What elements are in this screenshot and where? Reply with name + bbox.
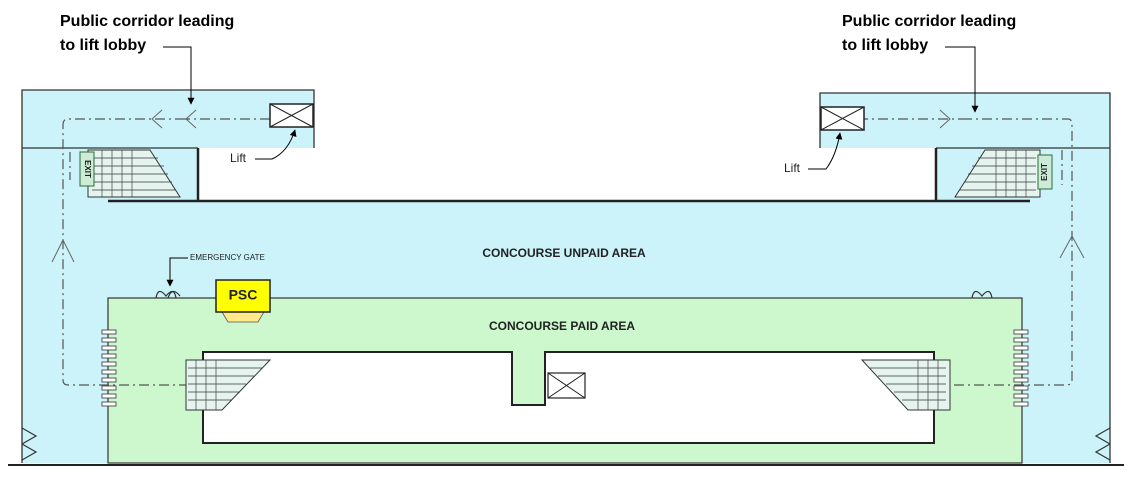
exit-sign-right-text: EXIT [1040, 163, 1049, 181]
callout-left-line2: to lift lobby [60, 37, 147, 54]
lift-left-label: Lift [230, 151, 247, 165]
escalator-paid-right [860, 359, 951, 411]
psc-label: PSC [229, 287, 258, 303]
open-zone-top [198, 148, 936, 200]
circulation-path [62, 118, 1073, 386]
emergency-gate-leader [166, 257, 188, 287]
paid-area-label: CONCOURSE PAID AREA [489, 319, 635, 333]
lift-left-cross [269, 103, 314, 128]
chevron-right-top [939, 109, 951, 129]
lift-left-leader [255, 129, 297, 160]
fare-gates-left [101, 329, 117, 407]
lift-right-leader [808, 132, 843, 170]
callout-left-leader [163, 46, 195, 105]
fare-gates-right [1013, 329, 1029, 407]
psc-box [215, 279, 271, 313]
exit-sign-left [79, 151, 95, 187]
callout-right-line1: Public corridor leading [842, 13, 1017, 30]
central-lift-cross [547, 372, 586, 399]
outer-wall [21, 89, 1111, 463]
chevron-left-side [51, 238, 75, 263]
lift-right-label: Lift [784, 161, 801, 175]
exit-sign-left-text: EXIT [83, 160, 92, 178]
callout-right-leader [945, 46, 979, 113]
swing-gate-right-icon [971, 290, 993, 299]
open-zone-gap [314, 88, 820, 150]
chevron-right-side [1059, 234, 1085, 259]
side-gate-left-icon [21, 427, 38, 461]
unpaid-area-label: CONCOURSE UNPAID AREA [482, 246, 646, 260]
callout-left-corridor: Public corridor leading to lift lobby [60, 10, 234, 58]
exit-sign-right [1037, 154, 1053, 190]
lift-right-cross [820, 106, 865, 131]
psc-counter [221, 311, 265, 323]
callout-right-corridor: Public corridor leading to lift lobby [842, 10, 1016, 58]
callout-left-line1: Public corridor leading [60, 13, 235, 30]
emergency-gate-label: EMERGENCY GATE [190, 253, 265, 262]
callout-right-line2: to lift lobby [842, 37, 929, 54]
escalator-paid-left [185, 359, 272, 411]
unpaid-left-top-block [22, 90, 314, 150]
emergency-gate-left-icon [155, 290, 181, 299]
side-gate-right-icon [1094, 427, 1111, 461]
chevron-left-top [151, 109, 197, 129]
unpaid-right-top-block [820, 93, 1110, 150]
